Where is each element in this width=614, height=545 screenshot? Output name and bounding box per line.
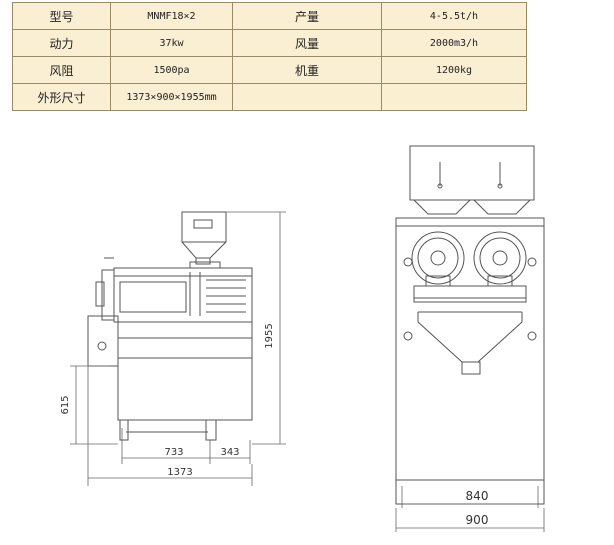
table-row: 外形尺寸 1373×900×1955mm — [12, 83, 527, 111]
spec-value — [381, 83, 527, 111]
front-view-dimension-labels: 840 900 — [466, 489, 489, 527]
dim-width-total: 1373 — [167, 467, 192, 478]
spec-table: 型号 MNMF18×2 产量 4-5.5t/h 动力 37kw 风量 2000m… — [12, 2, 527, 111]
spec-value: 2000m3/h — [381, 29, 527, 57]
table-row: 型号 MNMF18×2 产量 4-5.5t/h — [12, 2, 527, 30]
dim-width-inner: 840 — [466, 489, 489, 503]
table-row: 动力 37kw 风量 2000m3/h — [12, 29, 527, 57]
dim-height-total: 1955 — [264, 323, 275, 348]
dim-width-outer: 900 — [466, 513, 489, 527]
dim-height-base: 615 — [60, 395, 71, 414]
spec-label: 风量 — [232, 29, 382, 57]
spec-value: 4-5.5t/h — [381, 2, 527, 30]
spec-value: 1500pa — [110, 56, 233, 84]
dim-width-b: 343 — [220, 447, 239, 458]
spec-value: 1373×900×1955mm — [110, 83, 233, 111]
spec-value: 37kw — [110, 29, 233, 57]
front-view-machine — [395, 145, 545, 505]
spec-label — [232, 83, 382, 111]
spec-label: 动力 — [12, 29, 111, 57]
side-view-dimension-labels: 1955 615 733 343 1373 — [60, 323, 275, 478]
front-view-dimensions — [395, 486, 545, 532]
side-view-machine — [87, 211, 253, 441]
spec-value: 1200kg — [381, 56, 527, 84]
spec-label: 机重 — [232, 56, 382, 84]
table-row: 风阻 1500pa 机重 1200kg — [12, 56, 527, 84]
dim-width-a: 733 — [164, 447, 183, 458]
spec-label: 产量 — [232, 2, 382, 30]
spec-label: 型号 — [12, 2, 111, 30]
spec-label: 外形尺寸 — [12, 83, 111, 111]
side-view-dimensions — [70, 211, 286, 486]
